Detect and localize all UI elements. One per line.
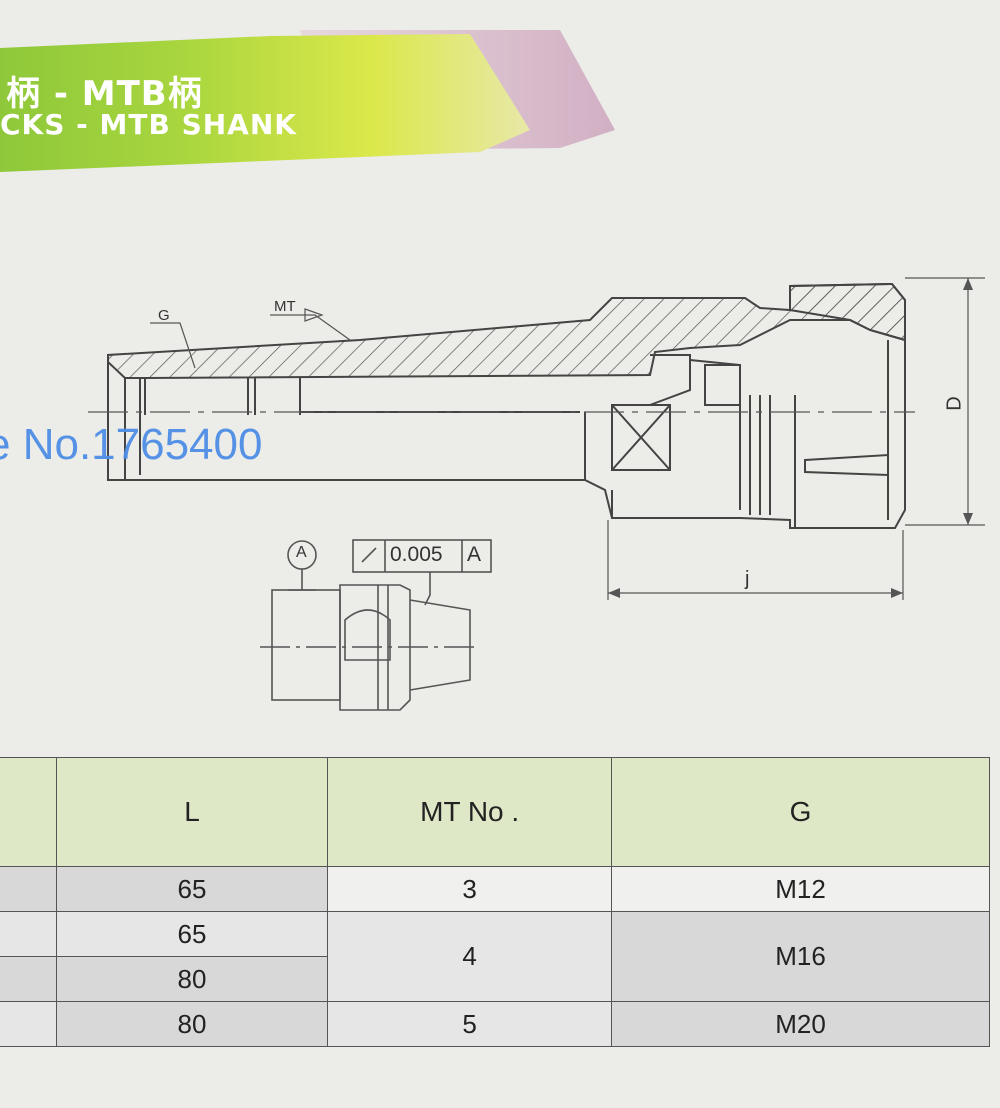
cell-l: 65 — [55, 866, 329, 912]
cell-g: M20 — [610, 1001, 991, 1047]
technical-drawing: G MT D j A 0.005 A — [0, 190, 1000, 750]
cell-g: M16 — [610, 911, 991, 1002]
tolerance-datum: A — [467, 543, 482, 566]
row-stub-cell — [0, 956, 57, 1002]
row-stub-cell — [0, 866, 57, 912]
watermark-text: e No.1765400 — [0, 420, 263, 469]
header-cell-g: G — [610, 757, 991, 867]
cell-l: 80 — [55, 1001, 329, 1047]
banner-subtitle: CKS - MTB SHANK — [0, 108, 297, 141]
datum-label: A — [296, 544, 307, 561]
table-row: 65 3 M12 — [0, 866, 991, 912]
shank-drawing — [88, 277, 985, 711]
table-row: 65 4 M16 — [0, 911, 991, 1002]
banner-title: 柄 - MTB柄 — [6, 74, 203, 114]
label-mt: MT — [274, 298, 296, 315]
cell-l: 80 — [55, 956, 329, 1002]
spec-table: L MT No . G 65 3 M12 65 4 M16 80 80 5 M2… — [0, 757, 991, 1047]
cell-l: 65 — [55, 911, 329, 957]
header-cell-0 — [0, 757, 57, 867]
row-stub-cell — [0, 1001, 57, 1047]
cell-mt: 4 — [327, 911, 612, 1002]
header-banner: 柄 - MTB柄 CKS - MTB SHANK — [0, 0, 1000, 190]
table-row: 80 5 M20 — [0, 1001, 991, 1047]
header-cell-l: L — [55, 757, 329, 867]
cell-mt: 5 — [327, 1001, 612, 1047]
label-d: D — [943, 396, 966, 411]
label-g: G — [158, 307, 170, 324]
table-header-row: L MT No . G — [0, 757, 991, 867]
table-row: 80 — [0, 956, 990, 1002]
label-j: j — [745, 568, 750, 590]
row-stub-cell — [0, 911, 57, 957]
tolerance-value: 0.005 — [390, 543, 443, 566]
banner-graphic — [0, 30, 615, 172]
cell-mt: 3 — [327, 866, 612, 912]
cell-g: M12 — [610, 866, 991, 912]
header-cell-mt: MT No . — [327, 757, 612, 867]
